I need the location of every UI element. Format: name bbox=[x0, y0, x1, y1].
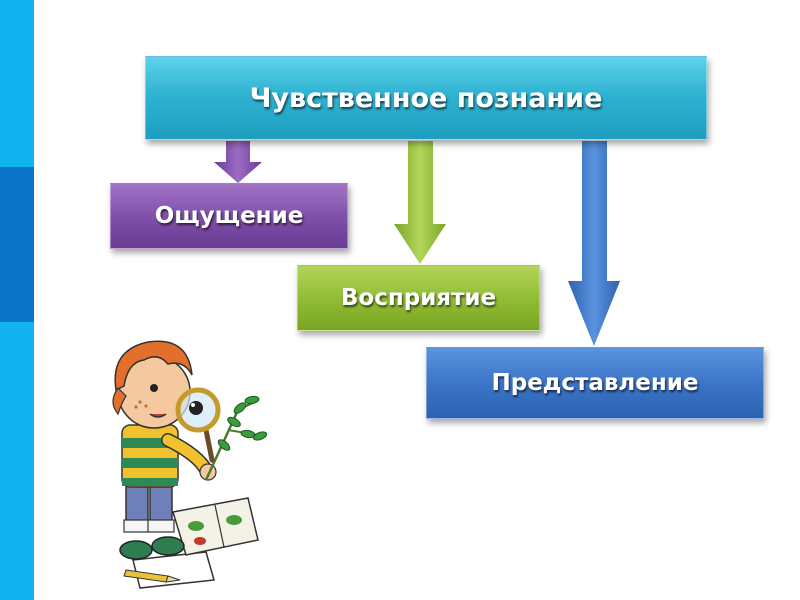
perception-box: Восприятие bbox=[297, 265, 540, 331]
sidebar-accent-bottom bbox=[0, 322, 34, 600]
arrow-to-sensation bbox=[214, 141, 262, 183]
sidebar-accent-middle bbox=[0, 167, 34, 322]
arrow-to-perception bbox=[394, 141, 446, 264]
sidebar-accent-top bbox=[0, 0, 34, 167]
main-concept-box: Чувственное познание bbox=[145, 56, 707, 140]
child-with-magnifier-illustration bbox=[112, 340, 268, 589]
representation-box: Представление bbox=[426, 347, 764, 419]
sensation-box: Ощущение bbox=[110, 183, 348, 249]
arrow-to-representation bbox=[568, 141, 620, 346]
